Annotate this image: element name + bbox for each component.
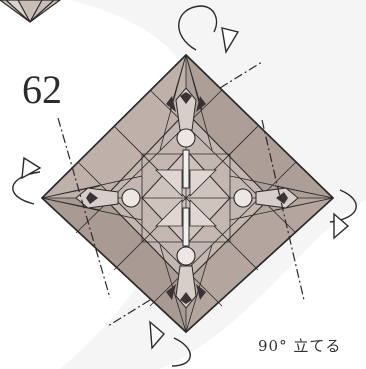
step-number: 62 — [22, 70, 62, 110]
instruction-text: 90° 立てる — [258, 335, 341, 356]
previous-step-fragment — [0, 0, 60, 22]
